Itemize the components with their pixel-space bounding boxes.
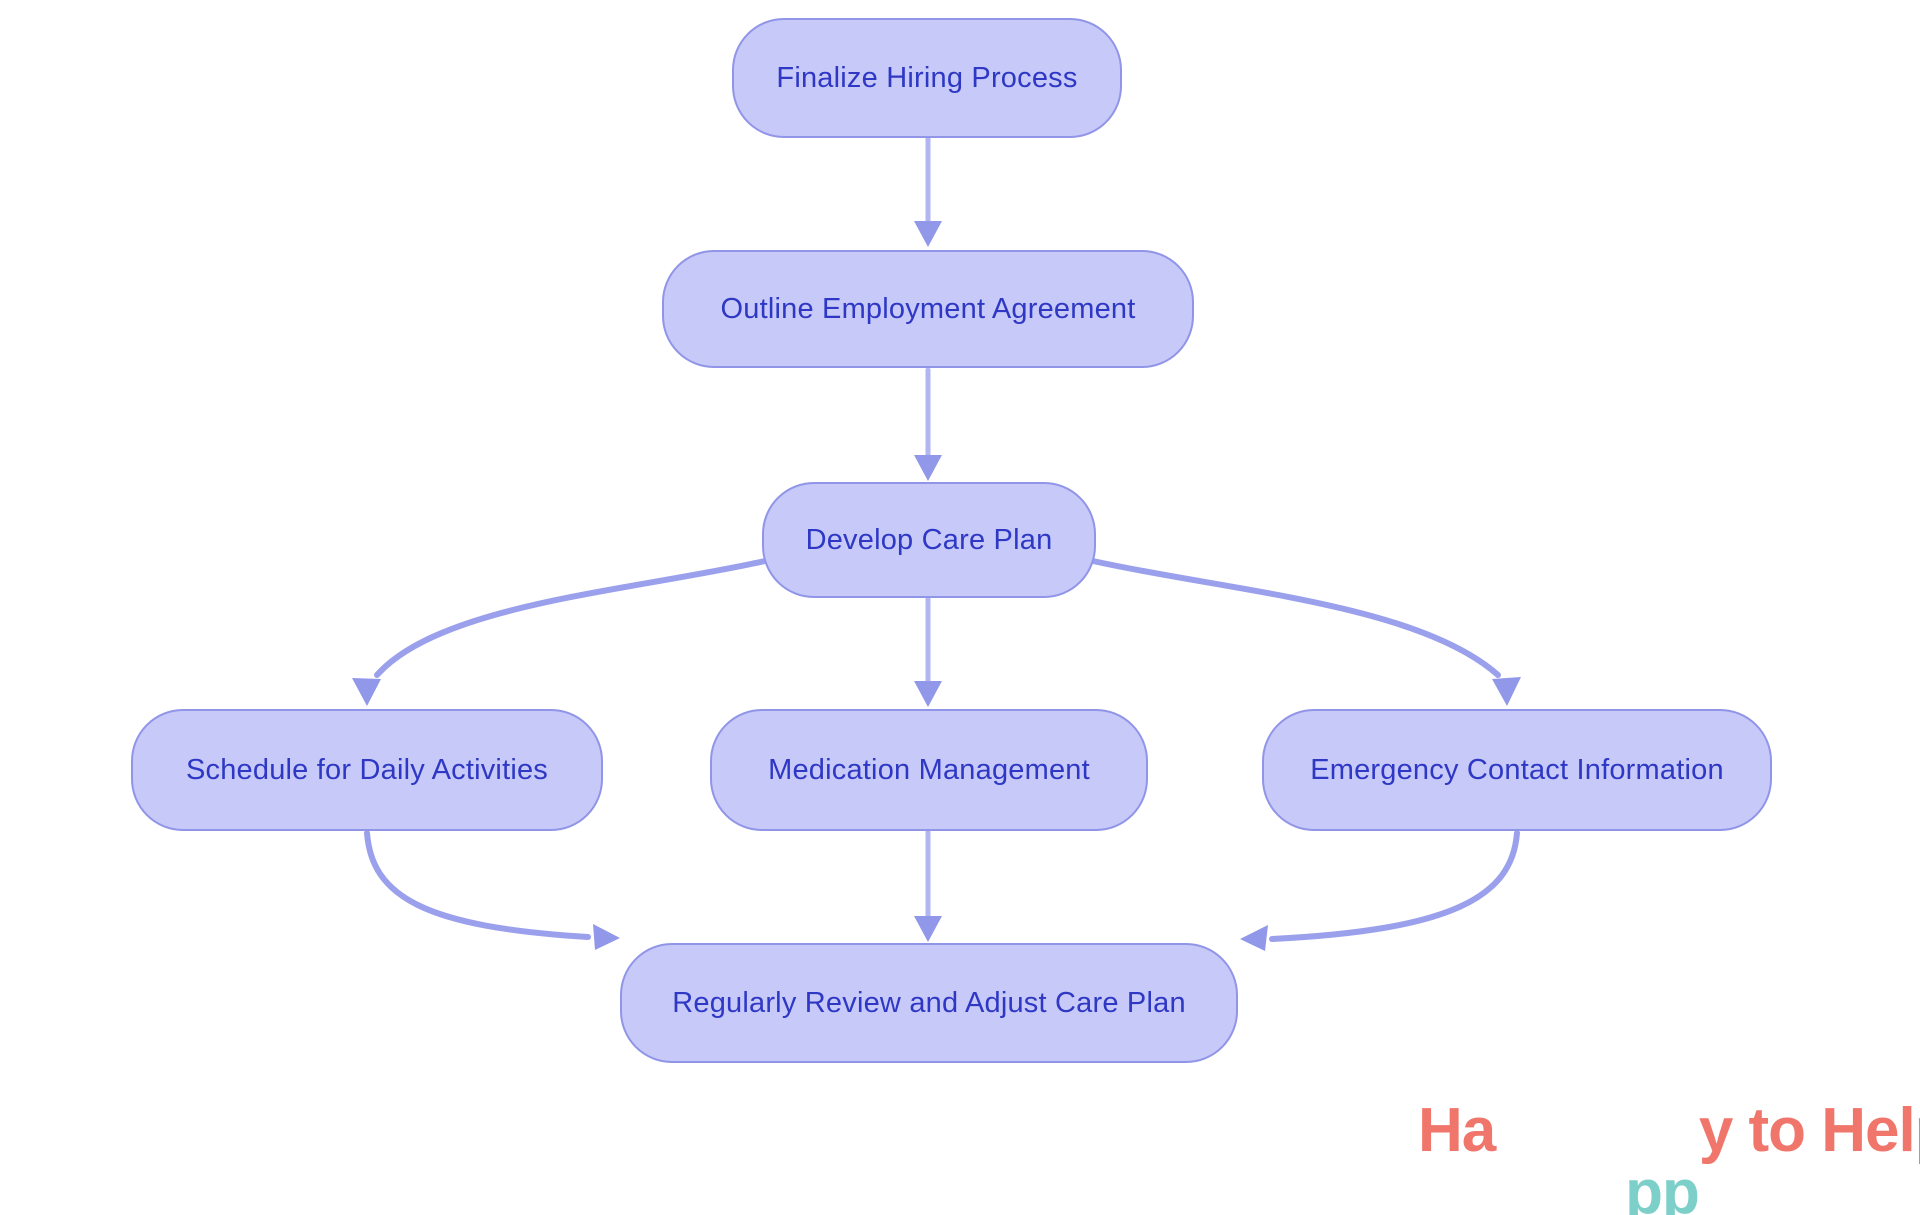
arrow-develop-to-medication	[914, 596, 942, 707]
node-label-develop: Develop Care Plan	[805, 523, 1053, 556]
arrow-emergency-to-review	[1240, 830, 1520, 951]
logo-text-ha: Ha	[1418, 1096, 1496, 1165]
arrow-medication-to-review	[914, 829, 942, 942]
node-label-medication: Medication Management	[768, 753, 1090, 786]
node-medication-management: Medication Management	[710, 709, 1148, 831]
node-regularly-review-adjust-care-plan: Regularly Review and Adjust Care Plan	[620, 943, 1238, 1063]
arrow-outline-to-develop	[914, 367, 942, 481]
node-develop-care-plan: Develop Care Plan	[762, 482, 1096, 598]
node-label-finalize: Finalize Hiring Process	[776, 61, 1078, 94]
arrow-finalize-to-outline	[914, 136, 942, 247]
node-finalize-hiring-process: Finalize Hiring Process	[732, 18, 1122, 138]
logo-text-pp: pp	[1625, 1158, 1700, 1215]
node-emergency-contact-information: Emergency Contact Information	[1262, 709, 1772, 831]
node-outline-employment-agreement: Outline Employment Agreement	[662, 250, 1194, 368]
node-label-review: Regularly Review and Adjust Care Plan	[672, 986, 1186, 1019]
node-label-outline: Outline Employment Agreement	[720, 292, 1136, 325]
arrow-develop-to-schedule	[352, 558, 768, 706]
arrow-develop-to-emergency	[1090, 558, 1521, 706]
logo-wordmark: Ha pp y to Help	[1418, 1096, 1920, 1215]
happy-to-help-logo: Ha pp y to Help caregiving	[1418, 1096, 1920, 1215]
arrow-schedule-to-review	[364, 830, 620, 950]
node-label-emergency: Emergency Contact Information	[1310, 753, 1724, 786]
logo-text-to-help: to Help	[1748, 1096, 1920, 1165]
node-label-schedule: Schedule for Daily Activities	[185, 753, 548, 786]
logo-text-y: y	[1698, 1096, 1733, 1165]
node-schedule-for-daily-activities: Schedule for Daily Activities	[131, 709, 603, 831]
